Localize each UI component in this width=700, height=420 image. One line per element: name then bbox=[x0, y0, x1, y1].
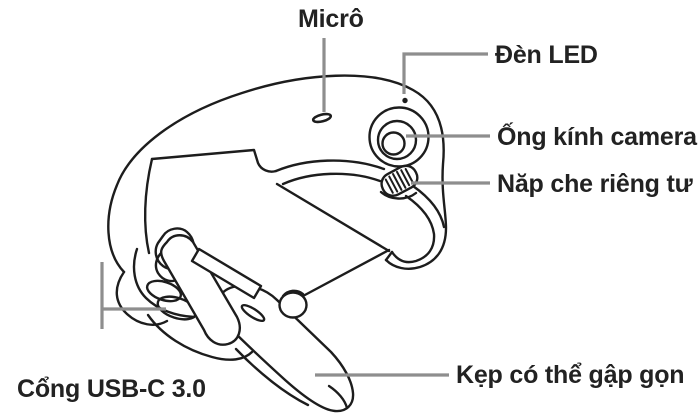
rim-end-cap bbox=[384, 250, 394, 262]
clip-hinge-knob bbox=[278, 291, 308, 319]
label-privacy-cover: Năp che riêng tư bbox=[497, 170, 693, 198]
clip-hinge-knob-detail bbox=[281, 289, 305, 298]
rim-outer-right bbox=[411, 184, 446, 229]
clip-hinge-tab-notch bbox=[154, 250, 181, 283]
body-shell-outline bbox=[107, 74, 448, 274]
rim-outer-curve bbox=[274, 159, 386, 173]
camera-lens-middle-ring bbox=[376, 119, 418, 161]
clip-paddle-inner-line bbox=[234, 347, 310, 407]
camera-lens-inner-ring bbox=[381, 131, 406, 156]
mount-plane-left-edge bbox=[143, 157, 154, 255]
rim-inner-right bbox=[390, 194, 436, 264]
label-led-light: Đèn LED bbox=[495, 41, 598, 69]
clip-edge-bar bbox=[190, 247, 263, 300]
microphone-slot bbox=[311, 112, 333, 124]
label-microphone: Micrô bbox=[298, 5, 364, 33]
mount-plane-top-edge bbox=[150, 148, 278, 173]
base-bulge-curve bbox=[146, 313, 254, 361]
clip-arm-edge-line bbox=[301, 248, 391, 298]
label-usb-c-port: Cổng USB-C 3.0 bbox=[17, 375, 206, 403]
rim-inner-curve bbox=[281, 172, 382, 186]
label-foldable-clip: Kẹp có thể gập gọn bbox=[456, 361, 685, 389]
led-dot bbox=[402, 97, 408, 104]
clip-slot bbox=[240, 303, 266, 323]
mount-plane-bottom-edge bbox=[275, 182, 391, 253]
label-camera-lens: Ống kính camera bbox=[497, 123, 697, 151]
base-inner-rim bbox=[132, 247, 196, 319]
privacy-cover-dial bbox=[380, 164, 419, 197]
privacy-cover-housing-lip bbox=[379, 190, 418, 200]
leader-line-led bbox=[402, 52, 488, 94]
clip-paddle-tip-cap bbox=[327, 384, 349, 410]
clip-strut bbox=[159, 234, 241, 346]
